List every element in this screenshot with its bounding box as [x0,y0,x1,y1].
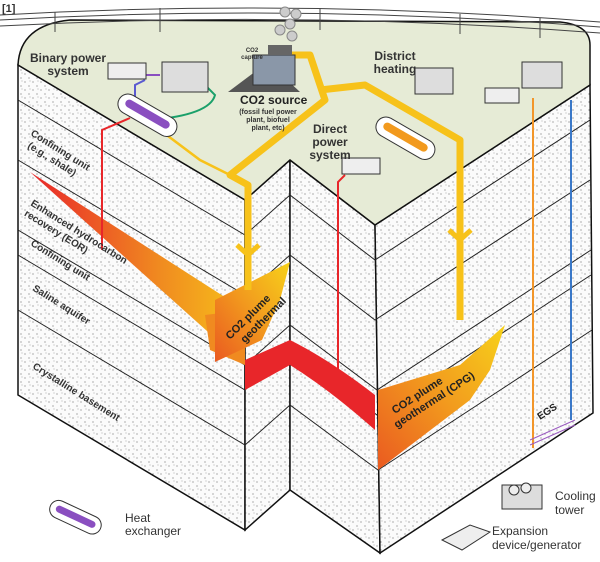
eor-reservoir [30,172,245,365]
legend-expansion-device-icon [440,524,492,551]
cpg-reservoir-red [245,340,375,430]
co2-pipes [226,51,464,320]
co2-source-plant [228,6,302,92]
heat-exchanger-binary [117,93,178,137]
district-heating-building [414,67,454,95]
cooling-tower-egs [521,61,563,89]
expansion-device-egs [484,87,520,104]
cpg-production-well [337,174,346,380]
co2-flow-arrow-left [235,243,261,259]
legend-heat-exchanger-icon [49,499,102,535]
egs-fractures [529,419,576,446]
legend-cooling-tower-icon [501,482,543,510]
strata-lines [17,99,593,471]
expansion-device-direct [341,157,381,175]
cooling-tower-binary [161,61,209,93]
ref-marker: [1] [2,3,16,15]
heat-exchanger-district [375,116,436,160]
co2-return-pipe [159,129,231,177]
eor-production-well [101,117,131,250]
co2-plume-geothermal [215,262,290,362]
co2-plume-cpg [378,325,505,470]
co2-source-label: CO2 source [240,93,308,107]
co2-flow-arrow-right [447,228,473,244]
expansion-device-binary [107,62,147,80]
